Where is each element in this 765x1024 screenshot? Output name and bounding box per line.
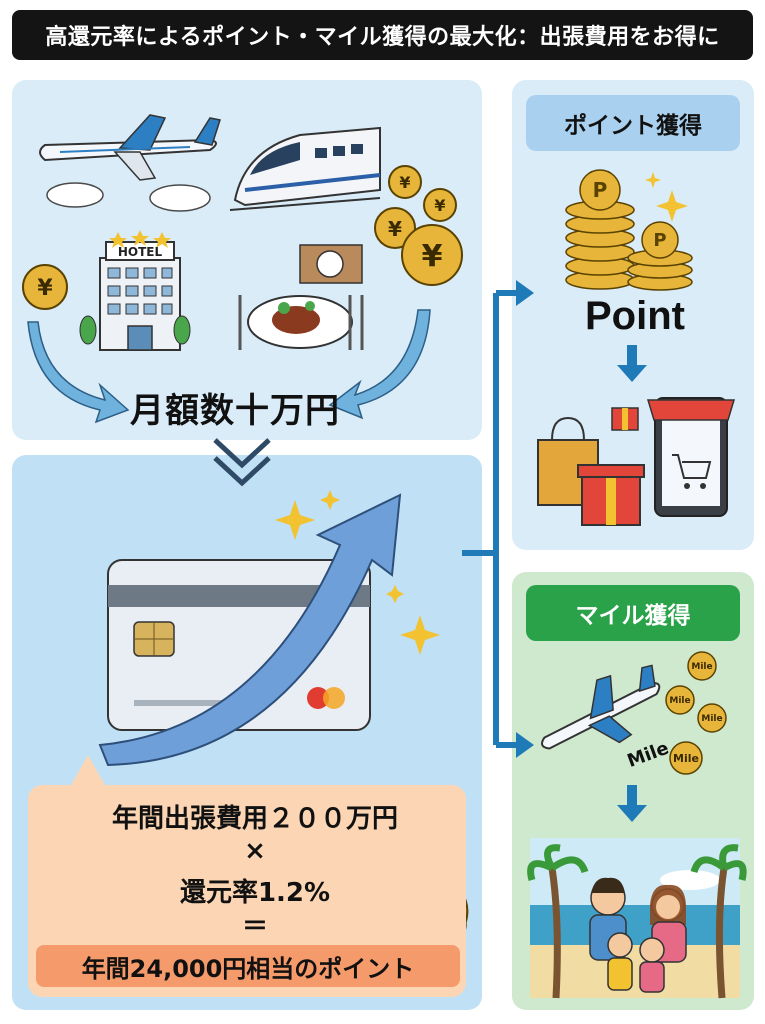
- page-title: 高還元率によるポイント・マイル獲得の最大化：出張費用をお得に: [12, 10, 753, 60]
- speech-tail: [70, 755, 106, 787]
- calculation-result: 年間24,000円相当のポイント: [36, 945, 460, 987]
- points-label: ポイント獲得: [526, 95, 740, 151]
- point-word: Point: [585, 294, 685, 338]
- rate-line: 還元率1.2%: [179, 878, 331, 908]
- monthly-expense-label: 月額数十万円: [130, 391, 340, 431]
- multiply-sign: ×: [244, 836, 266, 866]
- miles-label: マイル獲得: [526, 585, 740, 641]
- annual-expense-line: 年間出張費用２００万円: [111, 804, 398, 834]
- equals-sign: ＝: [241, 912, 268, 942]
